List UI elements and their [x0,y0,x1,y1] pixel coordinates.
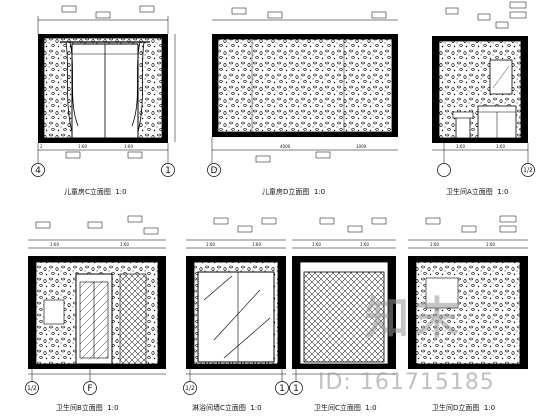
axis-label: 1/2 [523,167,533,174]
caption-title: 淋浴间墙C立面图 [192,404,246,412]
elevation-kids-room-d: 4000 1000 D [207,7,398,177]
axis-label: 1 [165,166,171,176]
caption-title: 儿童房D立面图 [262,188,310,196]
elevation-bathroom-a: 1:60 1:60 1/2 [432,1,535,177]
caption-title: 卫生间C立面图 [314,404,361,412]
axis-label: 1 [293,384,299,394]
watermark-id: ID: 161715185 [318,370,495,395]
dim-label: 1:60 [312,242,321,247]
axis-label: 4 [35,166,41,176]
caption-kids-room-d: 儿童房D立面图 1:0 [262,188,325,196]
caption-shower-wall-c: 淋浴间墙C立面图 1:0 [192,404,262,412]
caption-scale: 1:0 [313,188,326,196]
dim-label: 1:60 [486,242,495,247]
caption-bathroom-b: 卫生间B立面图 1:0 [56,404,119,412]
axis-label: F [87,384,92,394]
caption-title: 卫生间A立面图 [446,188,493,196]
caption-scale: 1:0 [483,404,496,412]
dim-label: 1:60 [206,242,215,247]
elevation-shower-wall-c: 1:60 1:60 1/2 1 [183,217,289,395]
watermark-site: 知末 [365,293,465,344]
dim-label: 1:60 [120,242,129,247]
caption-scale: 1:0 [115,188,127,196]
caption-bathroom-a: 卫生间A立面图 1:0 [446,188,509,196]
dim-label: 1:60 [456,144,465,149]
caption-scale: 1:0 [365,404,377,412]
dim-label: 1:60 [430,242,439,247]
axis-label: 1 [279,384,285,394]
caption-kids-room-c: 儿童房C立面图 1:0 [64,188,127,196]
dim-label: 1000 [356,144,367,149]
axis-label: D [211,166,218,176]
caption-title: 卫生间B立面图 [56,404,103,412]
dim-label: 1:60 [252,242,261,247]
dim-label: 1:60 [78,144,87,149]
dim-label: 1:60 [360,242,369,247]
caption-title: 儿童房C立面图 [64,188,111,196]
elevation-bathroom-b: 1:60 1:60 1/2 F [25,215,166,395]
elevation-kids-room-c: 2 1:60 1:60 4 1 [31,5,176,177]
caption-bathroom-c: 卫生间C立面图 1:0 [314,404,377,412]
elevation-bathroom-d: 1:60 1:60 [408,215,528,369]
dim-label: 1:60 [50,242,59,247]
dim-label: 1:60 [124,144,133,149]
caption-bathroom-d: 卫生间D立面图 1:0 [432,404,495,412]
dim-label: 4000 [280,144,291,149]
caption-scale: 1:0 [107,404,119,412]
caption-scale: 1:0 [250,404,262,412]
axis-label: 1/2 [27,385,37,392]
dim-label: 1:60 [496,144,505,149]
caption-scale: 1:0 [497,188,509,196]
svg-text:2: 2 [40,144,43,149]
elevation-bathroom-c: 1:60 1:60 1 [289,217,396,395]
axis-label: 1/2 [185,385,195,392]
caption-title: 卫生间D立面图 [432,404,480,412]
